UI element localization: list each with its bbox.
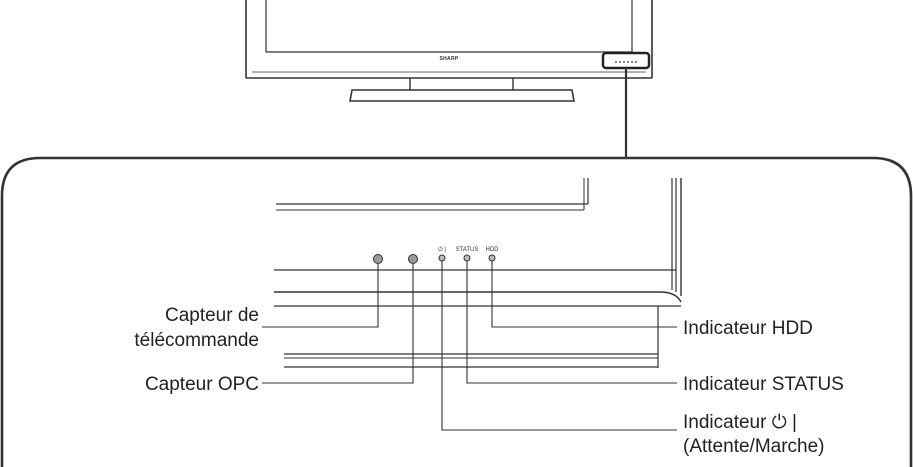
label-remote-sensor-line1: Capteur de (165, 305, 259, 326)
tv-brand-logo: SHARP (439, 56, 458, 62)
tv-stand-neck (409, 78, 514, 90)
panel-structure (274, 178, 682, 368)
label-hdd-indicator: Indicateur HDD (683, 318, 813, 339)
status-indicator-led (463, 254, 471, 262)
tv-overview: SHARP (245, 0, 653, 158)
status-symbol-label: STATUS (456, 247, 479, 253)
label-power-indicator-line2: (Attente/Marche) (683, 436, 825, 457)
leader-power-indicator (441, 261, 677, 431)
label-power-indicator-line1: Indicateur ⏻ | (683, 412, 797, 433)
label-status-indicator: Indicateur STATUS (683, 374, 844, 395)
leader-lines (262, 261, 677, 431)
label-opc-sensor: Capteur OPC (145, 374, 259, 395)
leader-status-indicator (466, 261, 677, 384)
tv-stand-base (349, 89, 575, 102)
label-remote-sensor-line2: télécommande (134, 330, 259, 351)
zoom-detail-frame (0, 156, 913, 467)
indicator-area-highlight (601, 51, 651, 70)
leader-hdd-indicator (491, 261, 677, 328)
power-indicator-led (438, 254, 446, 262)
leader-remote-sensor (262, 264, 379, 328)
remote-sensor (373, 254, 383, 264)
leader-opc-sensor (262, 264, 414, 384)
opc-sensor (408, 254, 418, 264)
hdd-symbol-label: HDD (486, 247, 500, 253)
power-symbol-label: ⏻ | (438, 246, 446, 253)
sensors-and-leds: ⏻ | STATUS HDD (373, 246, 500, 264)
indicator-dots (615, 61, 637, 63)
hdd-indicator-led (488, 254, 496, 262)
